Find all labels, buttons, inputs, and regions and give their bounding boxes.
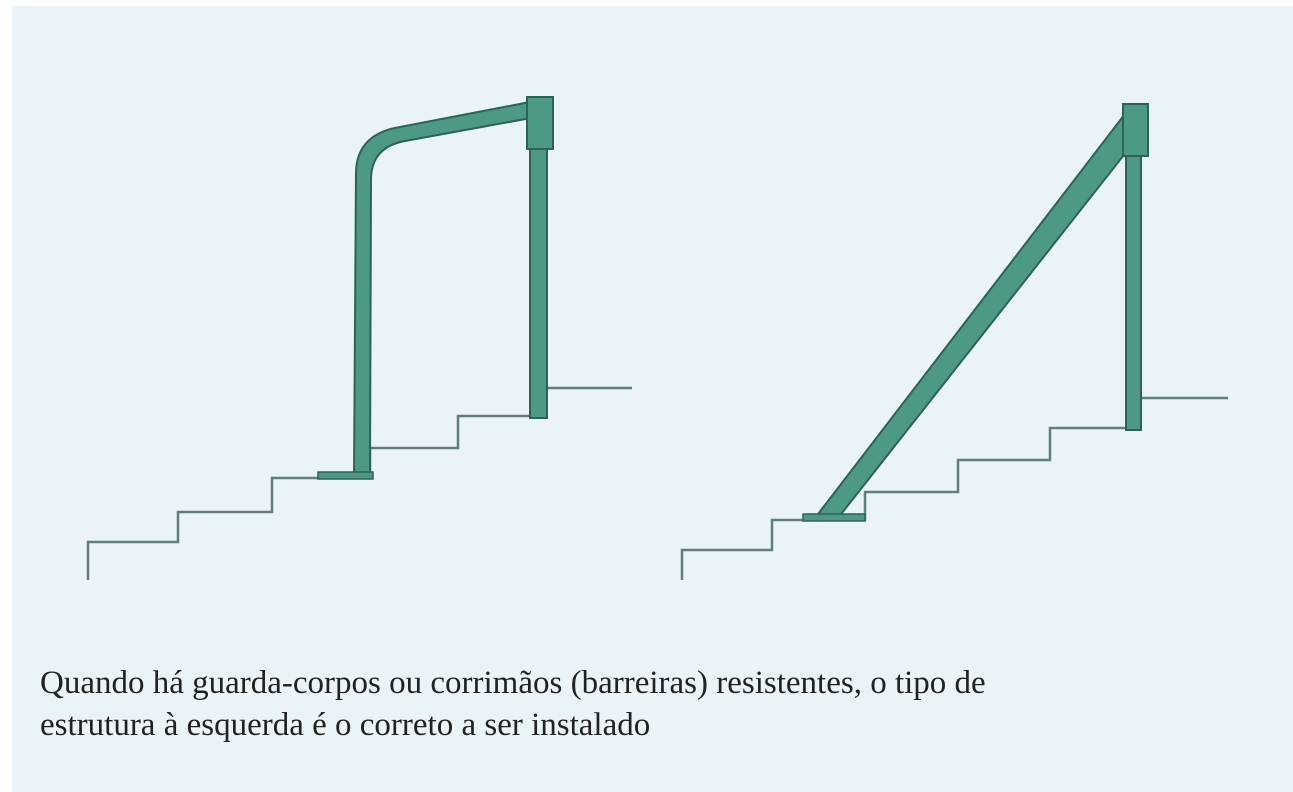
left-post — [529, 145, 548, 419]
right-stairs — [680, 396, 1228, 580]
left-post-cap — [526, 96, 554, 150]
figure-background — [12, 6, 1293, 792]
caption-line-2: estrutura à esquerda é o correto a ser i… — [40, 707, 651, 743]
left-rail-base — [317, 471, 374, 480]
caption-line-1: Quando há guarda-corpos ou corrimãos (ba… — [40, 665, 986, 701]
right-diagonal-brace — [812, 108, 1144, 519]
left-bent-rail — [352, 100, 533, 477]
right-post — [1125, 149, 1142, 431]
left-structure — [86, 96, 632, 580]
right-post-cap — [1122, 103, 1149, 157]
right-structure — [680, 103, 1228, 580]
right-brace-base — [802, 513, 866, 522]
caption: Quando há guarda-corpos ou corrimãos (ba… — [40, 662, 1275, 746]
